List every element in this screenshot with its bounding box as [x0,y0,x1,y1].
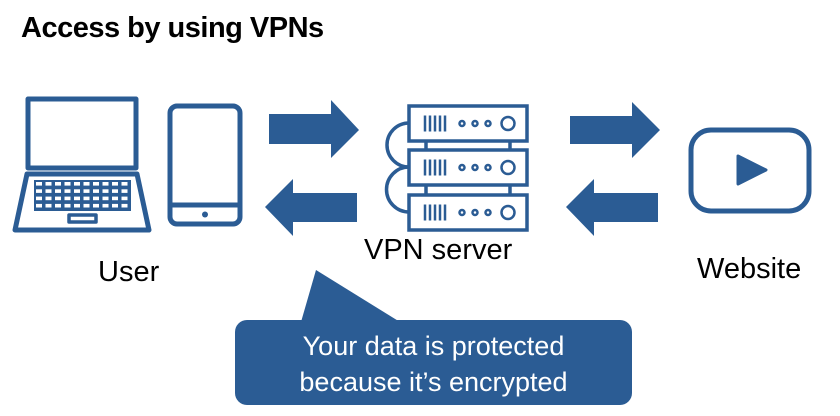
callout-line-1: Your data is protected [302,331,565,361]
keyboard-key [83,182,90,186]
server-led [471,208,479,217]
keyboard-key [112,189,118,193]
arrow-user-to-vpn [269,100,359,158]
server-led [471,119,479,128]
keyboard-key [64,196,71,201]
keyboard-key [55,203,61,208]
keyboard-key [102,189,109,193]
keyboard-key [83,189,90,193]
keyboard-key [36,182,42,186]
keyboard-key [83,196,90,201]
keyboard-key [64,189,71,193]
keyboard-key [55,196,61,201]
keyboard-key [112,203,118,208]
arrow-vpn-to-website [570,102,660,158]
server-led [471,163,479,172]
keyboard-key [102,196,109,201]
server-rack-icon [384,104,529,232]
keyboard-grid [36,182,128,208]
tablet-icon [167,103,243,227]
keyboard-key [45,189,52,193]
keyboard-key [74,203,80,208]
server-power-button [500,159,516,176]
laptop-icon [12,96,152,233]
website-label: Website [697,253,802,285]
callout-line-2: because it’s encrypted [299,367,568,397]
keyboard-key [55,182,61,186]
server-led [484,163,492,172]
keyboard-key [36,189,42,193]
vpn-server-label: VPN server [364,234,513,266]
keyboard-key [121,182,128,186]
callout-text: Your data is protected because it’s encr… [235,328,632,400]
keyboard-key [74,189,80,193]
keyboard-key [83,203,90,208]
keyboard-key [121,203,128,208]
arrow-vpn-to-user [265,179,357,236]
keyboard-key [45,196,52,201]
keyboard-key [102,203,109,208]
arrow-website-to-vpn [566,179,658,236]
server-led [458,119,466,128]
keyboard-key [112,196,118,201]
keyboard-key [45,182,52,186]
server-details [423,115,516,221]
keyboard-key [74,182,80,186]
keyboard-key [93,189,99,193]
keyboard-key [36,203,42,208]
server-power-button [500,204,516,221]
keyboard-key [121,196,128,201]
server-led [458,163,466,172]
callout-bubble [235,270,632,405]
keyboard-key [74,196,80,201]
diagram-title: Access by using VPNs [21,12,324,44]
video-play-icon [688,127,812,214]
keyboard-key [64,182,71,186]
keyboard-key [112,182,118,186]
keyboard-key [121,189,128,193]
keyboard-key [45,203,52,208]
server-led [484,208,492,217]
keyboard-key [55,189,61,193]
keyboard-key [102,182,109,186]
keyboard-key [93,196,99,201]
server-power-button [500,115,516,132]
keyboard-key [64,203,71,208]
keyboard-key [93,182,99,186]
server-led [484,119,492,128]
user-label: User [98,256,160,288]
server-led [458,208,466,217]
keyboard-key [36,196,42,201]
keyboard-key [93,203,99,208]
